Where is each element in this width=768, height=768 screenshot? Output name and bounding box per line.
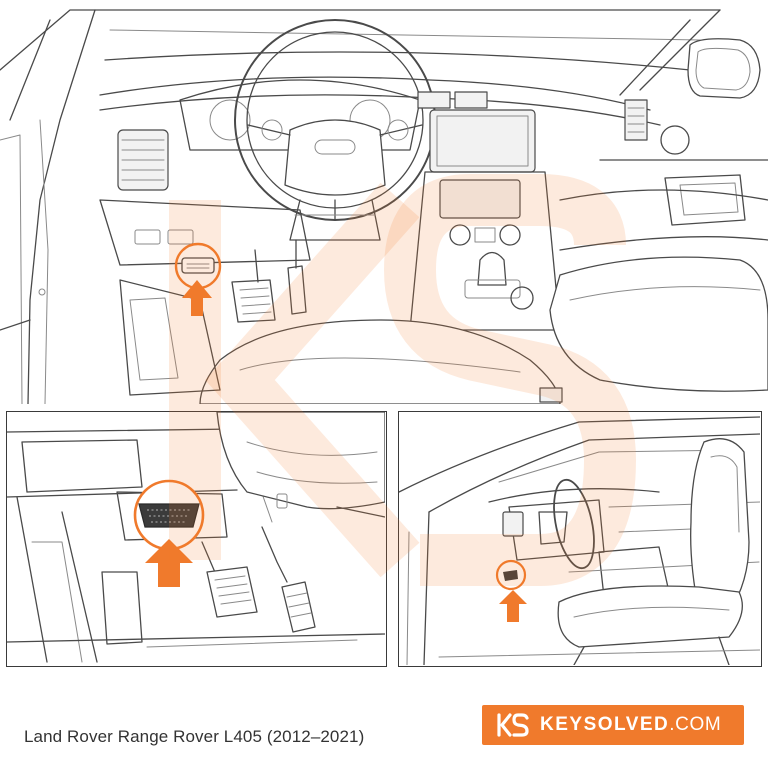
obd-arrow-icon [499,590,527,622]
obd-connector-icon [503,570,518,581]
obd-arrow-icon [182,280,212,316]
door-view-line-drawing [399,416,760,665]
brand-name: KEYSOLVED [540,714,670,735]
obd-port-icon [181,257,215,274]
obd-arrow-icon [145,539,193,587]
dashboard-line-drawing [0,9,768,404]
vehicle-caption: Land Rover Range Rover L405 (2012–2021) [24,727,365,746]
ks-monogram-icon [497,713,529,737]
driver-side-door-view-illustration [398,411,762,667]
dashboard-overview-illustration [0,9,768,404]
brand-domain: .COM [669,714,722,735]
obd-port-closeup-illustration [6,411,387,667]
brand-badge: KEYSOLVED.COM [482,705,744,745]
obd-closeup-line-drawing [7,412,385,663]
